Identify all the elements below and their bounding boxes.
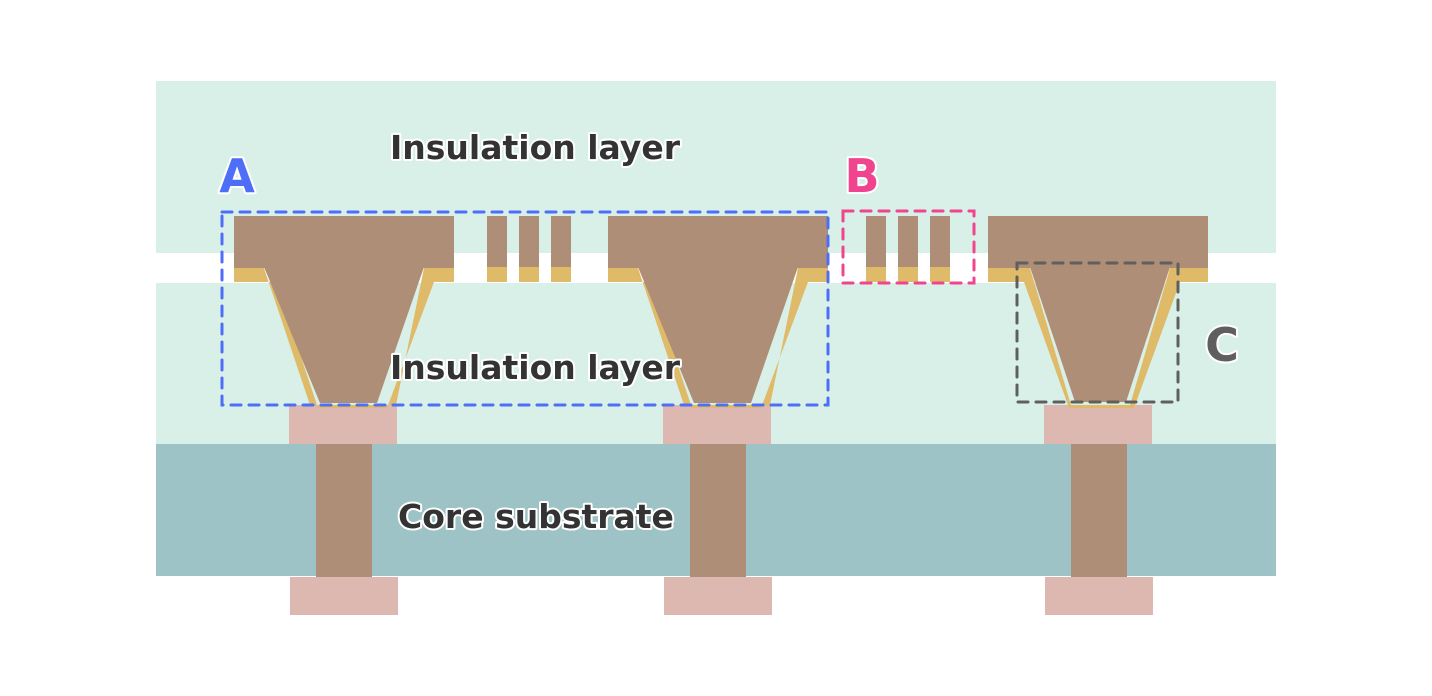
fine-line <box>930 216 950 267</box>
highlight-box-c <box>1015 261 1180 404</box>
via-pad-top <box>1044 405 1152 444</box>
seed-layer <box>608 268 828 408</box>
copper-plate <box>234 216 454 268</box>
fine-line <box>487 216 507 267</box>
fine-line-seed <box>866 267 886 282</box>
via-pad-bottom <box>664 577 772 615</box>
via-3 <box>988 216 1208 615</box>
marker-a: A <box>219 149 255 203</box>
copper-via-cone <box>638 267 798 403</box>
fine-line <box>551 216 571 267</box>
fine-line-seed <box>487 267 507 282</box>
fine-line-seed <box>519 267 539 282</box>
via-pad-top <box>663 405 771 444</box>
fine-line-seed <box>551 267 571 282</box>
label-insulation-bottom: Insulation layer <box>390 348 681 387</box>
through-hole-copper <box>316 444 372 577</box>
label-core-substrate: Core substrate <box>398 497 674 536</box>
via-2 <box>608 216 828 615</box>
fine-line <box>519 216 539 267</box>
marker-b: B <box>844 149 879 203</box>
fine-line-seed <box>898 267 918 282</box>
via-pad-top <box>289 405 397 444</box>
highlight-box-b <box>841 209 976 285</box>
fine-line-seed <box>930 267 950 282</box>
label-insulation-top: Insulation layer <box>390 128 681 167</box>
fine-line <box>866 216 886 267</box>
via-pad-bottom <box>1045 577 1153 615</box>
copper-via-cone <box>1030 267 1170 402</box>
via-pad-bottom <box>290 577 398 615</box>
fine-lines-b <box>866 216 950 282</box>
via-1 <box>234 216 454 615</box>
copper-via-cone <box>264 267 424 403</box>
copper-plate <box>608 216 828 268</box>
fine-lines-a <box>487 216 571 282</box>
through-hole-copper <box>1071 444 1127 577</box>
seed-layer <box>234 268 454 408</box>
seed-layer <box>988 268 1208 408</box>
fine-line <box>898 216 918 267</box>
copper-plate <box>988 216 1208 268</box>
through-hole-copper <box>690 444 746 577</box>
marker-c: C <box>1205 318 1239 372</box>
highlight-box-a <box>220 210 830 407</box>
